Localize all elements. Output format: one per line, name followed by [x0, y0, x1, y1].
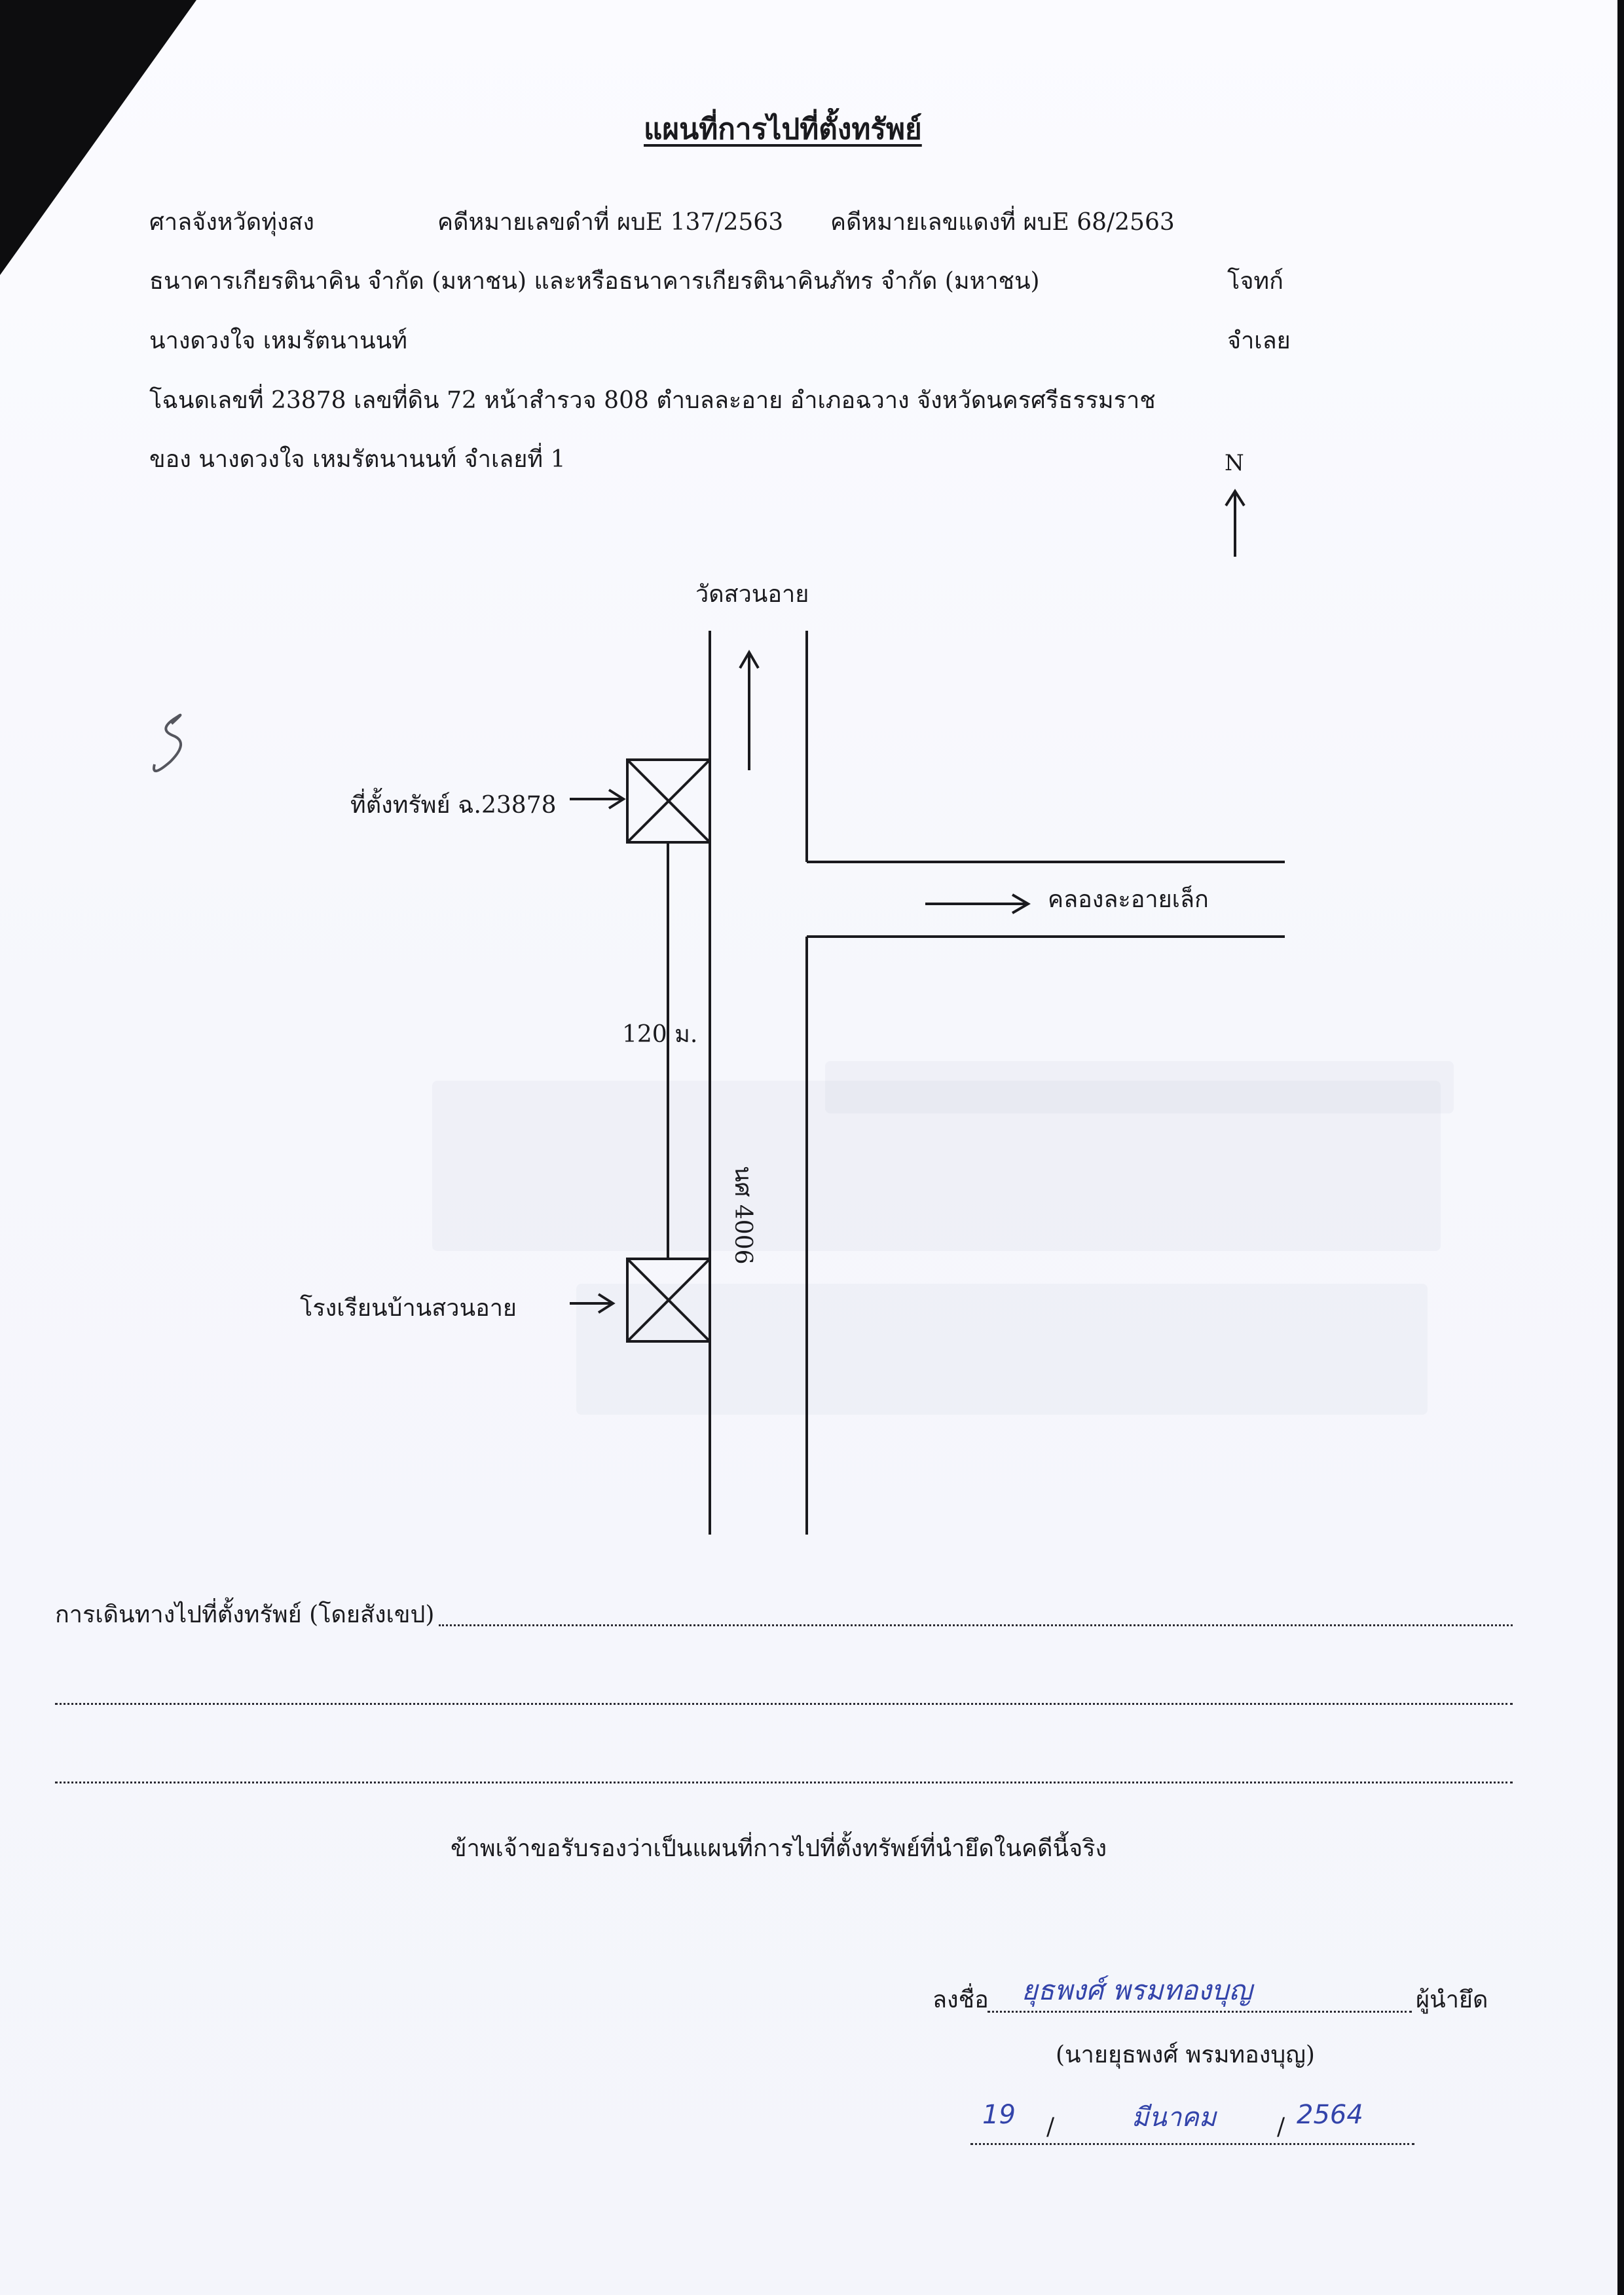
red-case-number: คดีหมายเลขแดงที่ ผบE 68/2563	[830, 209, 1175, 236]
owner-details: ของ นางดวงใจ เหมรัตนานนท์ จำเลยที่ 1	[149, 446, 566, 473]
date-month: มีนาคม	[1132, 2102, 1217, 2133]
canal-label: คลองละอายเล็ก	[1048, 886, 1209, 913]
date-year: 2564	[1297, 2100, 1363, 2130]
date-day: 19	[982, 2100, 1016, 2130]
arrow-up-icon	[739, 650, 760, 770]
show-through-block	[432, 1081, 1441, 1251]
directions-label: การเดินทางไปที่ตั้งทรัพย์ (โดยสังเขป)	[55, 1601, 435, 1628]
distance-label: 120 ม.	[622, 1021, 698, 1048]
sign-label: ลงชื่อ	[932, 1987, 989, 2013]
signer-name: (นายยุธพงศ์ พรมทองบุญ)	[1056, 2042, 1315, 2068]
arrow-right-icon	[570, 789, 626, 810]
arrow-right-icon	[925, 893, 1031, 914]
signature-line	[987, 2011, 1412, 2013]
directions-line	[55, 1703, 1513, 1705]
property-marker	[626, 758, 711, 844]
north-label: N	[1225, 450, 1244, 476]
date-separator: /	[1277, 2114, 1285, 2140]
plaintiff-role: โจทก์	[1227, 268, 1283, 295]
directions-line	[439, 1624, 1513, 1626]
black-case-number: คดีหมายเลขดำที่ ผบE 137/2563	[437, 209, 784, 236]
certification-statement: ข้าพเจ้าขอรับรองว่าเป็นแผนที่การไปที่ตั้…	[451, 1835, 1107, 1862]
show-through-block	[576, 1284, 1428, 1415]
arrow-right-icon	[570, 1293, 616, 1314]
page-title: แผนที่การไปที่ตั้งทรัพย์	[644, 113, 922, 146]
school-marker	[626, 1258, 711, 1343]
property-label: ที่ตั้งทรัพย์ ฉ.23878	[350, 792, 557, 819]
north-arrow-icon	[1225, 489, 1246, 557]
date-line	[970, 2143, 1414, 2145]
road-label: นศ 4006	[729, 1166, 756, 1265]
defendant-name: นางดวงใจ เหมรัตนานนท์	[149, 327, 407, 354]
directions-line	[55, 1782, 1513, 1783]
temple-label: วัดสวนอาย	[695, 581, 809, 608]
court-name: ศาลจังหวัดทุ่งสง	[149, 209, 314, 236]
handwritten-signature: ยุธพงศ์ พรมทองบุญ	[1022, 1974, 1253, 2006]
sign-role: ผู้นำยึด	[1416, 1987, 1488, 2013]
school-label: โรงเรียนบ้านสวนอาย	[300, 1295, 517, 1322]
deed-details: โฉนดเลขที่ 23878 เลขที่ดิน 72 หน้าสำรวจ …	[149, 387, 1156, 414]
plaintiff-name: ธนาคารเกียรตินาคิน จำกัด (มหาชน) และหรือ…	[149, 268, 1040, 295]
staple-mark	[153, 713, 182, 772]
date-separator: /	[1046, 2114, 1055, 2140]
defendant-role: จำเลย	[1227, 327, 1291, 354]
show-through-block	[825, 1061, 1454, 1113]
